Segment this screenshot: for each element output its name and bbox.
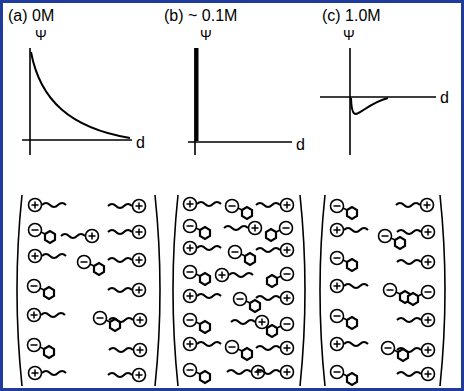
cationic-surfactant bbox=[256, 199, 294, 212]
pore-walls bbox=[17, 195, 445, 386]
cationic-surfactant bbox=[397, 314, 435, 327]
cationic-surfactant bbox=[256, 244, 294, 257]
cationic-surfactant bbox=[28, 309, 66, 322]
cationic-surfactant bbox=[396, 199, 434, 212]
potential-graphs bbox=[22, 48, 436, 155]
anionic-additive bbox=[184, 266, 211, 286]
surfactant-molecules bbox=[184, 198, 294, 384]
cationic-surfactant bbox=[108, 284, 146, 297]
potential-curve bbox=[195, 48, 199, 141]
axis-label: Ψ bbox=[35, 28, 47, 43]
anionic-additive bbox=[184, 314, 211, 334]
cationic-surfactant bbox=[397, 368, 435, 381]
cationic-surfactant bbox=[108, 369, 146, 382]
anionic-additive bbox=[408, 286, 435, 306]
cationic-surfactant bbox=[331, 280, 369, 293]
panel-title: (a) 0M bbox=[8, 7, 54, 25]
anionic-additive bbox=[331, 310, 358, 330]
anionic-additive bbox=[29, 224, 56, 244]
axis-label: Ψ bbox=[200, 28, 212, 43]
cationic-surfactant bbox=[184, 198, 222, 211]
axes bbox=[188, 48, 292, 155]
cationic-surfactant bbox=[61, 230, 99, 243]
cationic-surfactant bbox=[29, 199, 67, 212]
cationic-surfactant bbox=[109, 344, 147, 357]
cationic-surfactant bbox=[184, 242, 222, 255]
anionic-additive bbox=[234, 293, 261, 313]
cationic-surfactant bbox=[397, 256, 435, 269]
anionic-additive bbox=[331, 252, 358, 272]
potential-curve bbox=[31, 52, 130, 138]
anionic-additive bbox=[384, 284, 411, 304]
cationic-surfactant bbox=[109, 314, 147, 327]
cationic-surfactant bbox=[331, 338, 369, 351]
cationic-surfactant bbox=[108, 254, 146, 267]
cationic-surfactant bbox=[216, 269, 254, 282]
panel-title: (b) ~ 0.1M bbox=[164, 7, 237, 25]
cationic-surfactant bbox=[184, 290, 222, 303]
cationic-surfactant bbox=[331, 224, 369, 237]
cationic-surfactant bbox=[397, 226, 435, 239]
axes bbox=[320, 48, 436, 155]
anionic-additive bbox=[28, 280, 55, 300]
panel-title: (c) 1.0M bbox=[322, 7, 381, 25]
anionic-additive bbox=[382, 342, 409, 362]
cationic-surfactant bbox=[256, 292, 294, 305]
axis-label: d bbox=[136, 134, 145, 152]
cationic-surfactant bbox=[108, 226, 146, 239]
axes bbox=[22, 48, 132, 155]
potential-curve bbox=[351, 98, 388, 114]
cationic-surfactant bbox=[29, 367, 67, 380]
anionic-additive bbox=[94, 312, 121, 332]
cationic-surfactant bbox=[256, 342, 294, 355]
anionic-additive bbox=[184, 364, 211, 384]
anionic-additive bbox=[28, 339, 55, 359]
anionic-additive bbox=[267, 268, 294, 288]
anionic-additive bbox=[331, 200, 358, 220]
axis-label: d bbox=[296, 136, 305, 154]
anionic-additive bbox=[229, 246, 256, 266]
cationic-surfactant bbox=[256, 366, 294, 379]
cationic-surfactant bbox=[231, 316, 269, 329]
cationic-surfactant bbox=[108, 200, 146, 213]
anionic-additive bbox=[267, 318, 294, 338]
cationic-surfactant bbox=[397, 344, 435, 357]
anionic-additive bbox=[266, 222, 293, 242]
anionic-additive bbox=[226, 341, 253, 361]
anionic-additive bbox=[226, 200, 253, 220]
anionic-additive bbox=[78, 256, 105, 276]
cationic-surfactant bbox=[29, 250, 67, 263]
anionic-additive bbox=[379, 230, 406, 250]
cationic-surfactant bbox=[184, 338, 222, 351]
cationic-surfactant bbox=[224, 222, 262, 235]
anionic-additive bbox=[331, 366, 358, 386]
axis-label: d bbox=[440, 89, 449, 107]
anionic-additive bbox=[184, 220, 211, 240]
axis-label: Ψ bbox=[343, 28, 355, 43]
surfactant-molecules bbox=[331, 199, 435, 386]
surfactant-molecules bbox=[28, 199, 147, 382]
cationic-surfactant bbox=[227, 366, 265, 379]
